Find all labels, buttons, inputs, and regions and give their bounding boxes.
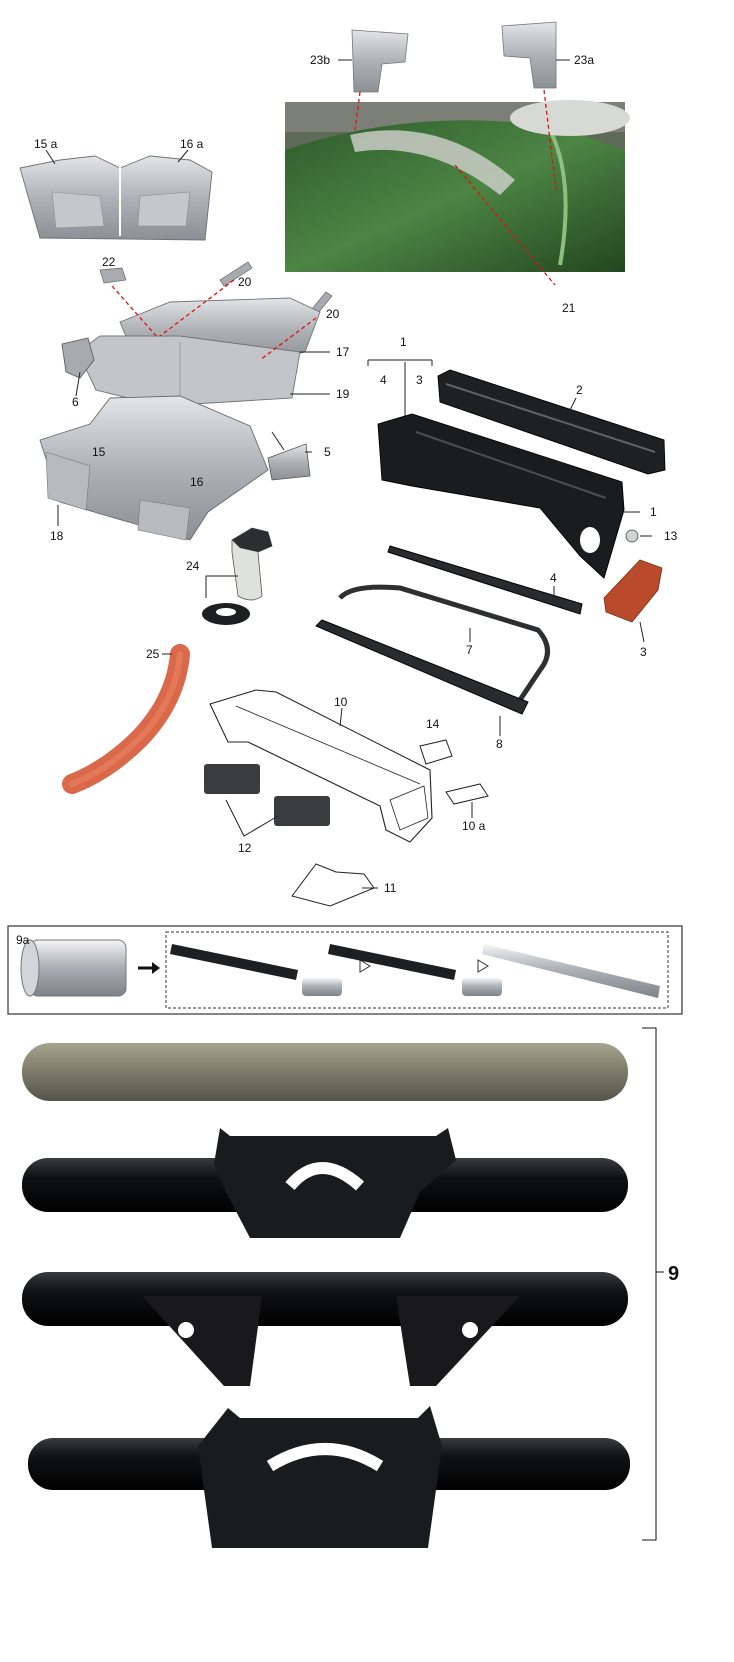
part-13 — [625, 529, 639, 543]
label-1: 1 — [650, 505, 657, 519]
label-19: 19 — [336, 387, 350, 401]
label-7: 7 — [466, 643, 473, 657]
axle-black-2 — [22, 1272, 628, 1386]
label-13: 13 — [664, 529, 678, 543]
label-16: 16 — [190, 475, 204, 489]
part-3 — [603, 559, 663, 623]
label-15: 15 — [92, 445, 106, 459]
label-5: 5 — [324, 445, 331, 459]
leader-23a — [543, 89, 557, 191]
part-22 — [99, 267, 127, 284]
part-7 — [338, 584, 550, 702]
part-4 — [387, 545, 583, 615]
box-9a — [7, 925, 683, 1015]
label-17: 17 — [336, 345, 350, 359]
axle-black-1 — [22, 1128, 628, 1238]
leader-21 — [454, 164, 556, 286]
label-8: 8 — [496, 737, 503, 751]
label-12: 12 — [238, 841, 252, 855]
part-24 — [202, 527, 273, 625]
leader-20-b — [259, 317, 317, 361]
label-22: 22 — [102, 255, 116, 269]
label-21: 21 — [562, 301, 576, 315]
label-2: 2 — [576, 383, 583, 397]
label-24: 24 — [186, 559, 200, 573]
label-20-a: 20 — [238, 275, 252, 289]
axle-black-3 — [28, 1406, 630, 1548]
label-1-top: 1 — [400, 335, 407, 349]
label-16a: 16 a — [180, 137, 204, 151]
part-1 — [377, 413, 625, 579]
label-6: 6 — [72, 395, 79, 409]
part-6 — [61, 337, 95, 379]
part-5 — [267, 443, 311, 481]
label-10a: 10 a — [462, 819, 486, 833]
label-14: 14 — [426, 717, 440, 731]
leader-23b — [354, 91, 361, 131]
part-10a — [445, 783, 489, 805]
label-4-top: 4 — [380, 373, 387, 387]
leader-22 — [111, 285, 159, 339]
part-25 — [62, 644, 190, 794]
leader-20-a — [159, 279, 235, 337]
label-20-b: 20 — [326, 307, 340, 321]
part-2 — [437, 369, 666, 475]
part-19 — [77, 335, 301, 407]
part-12 — [204, 764, 330, 826]
part-11 — [291, 863, 375, 907]
car-photo — [285, 100, 630, 273]
part-15a-16a — [19, 155, 213, 241]
label-10: 10 — [334, 695, 348, 709]
part-14 — [419, 739, 453, 765]
part-15-16-floor — [39, 395, 269, 541]
axle-raw — [22, 1043, 628, 1101]
part-20-a — [219, 261, 253, 287]
label-18: 18 — [50, 529, 64, 543]
part-8 — [315, 619, 529, 715]
label-11: 11 — [384, 881, 397, 895]
label-9: 9 — [668, 1263, 679, 1285]
label-3-top: 3 — [416, 373, 423, 387]
label-15a: 15 a — [34, 137, 58, 151]
label-4: 4 — [550, 571, 557, 585]
part-10 — [209, 689, 433, 843]
label-3: 3 — [640, 645, 647, 659]
label-25: 25 — [146, 647, 160, 661]
part-23a — [501, 21, 557, 89]
label-9a: 9a — [16, 933, 30, 947]
label-23b: 23b — [310, 53, 330, 67]
label-23a: 23a — [574, 53, 594, 67]
part-23b — [351, 29, 409, 93]
